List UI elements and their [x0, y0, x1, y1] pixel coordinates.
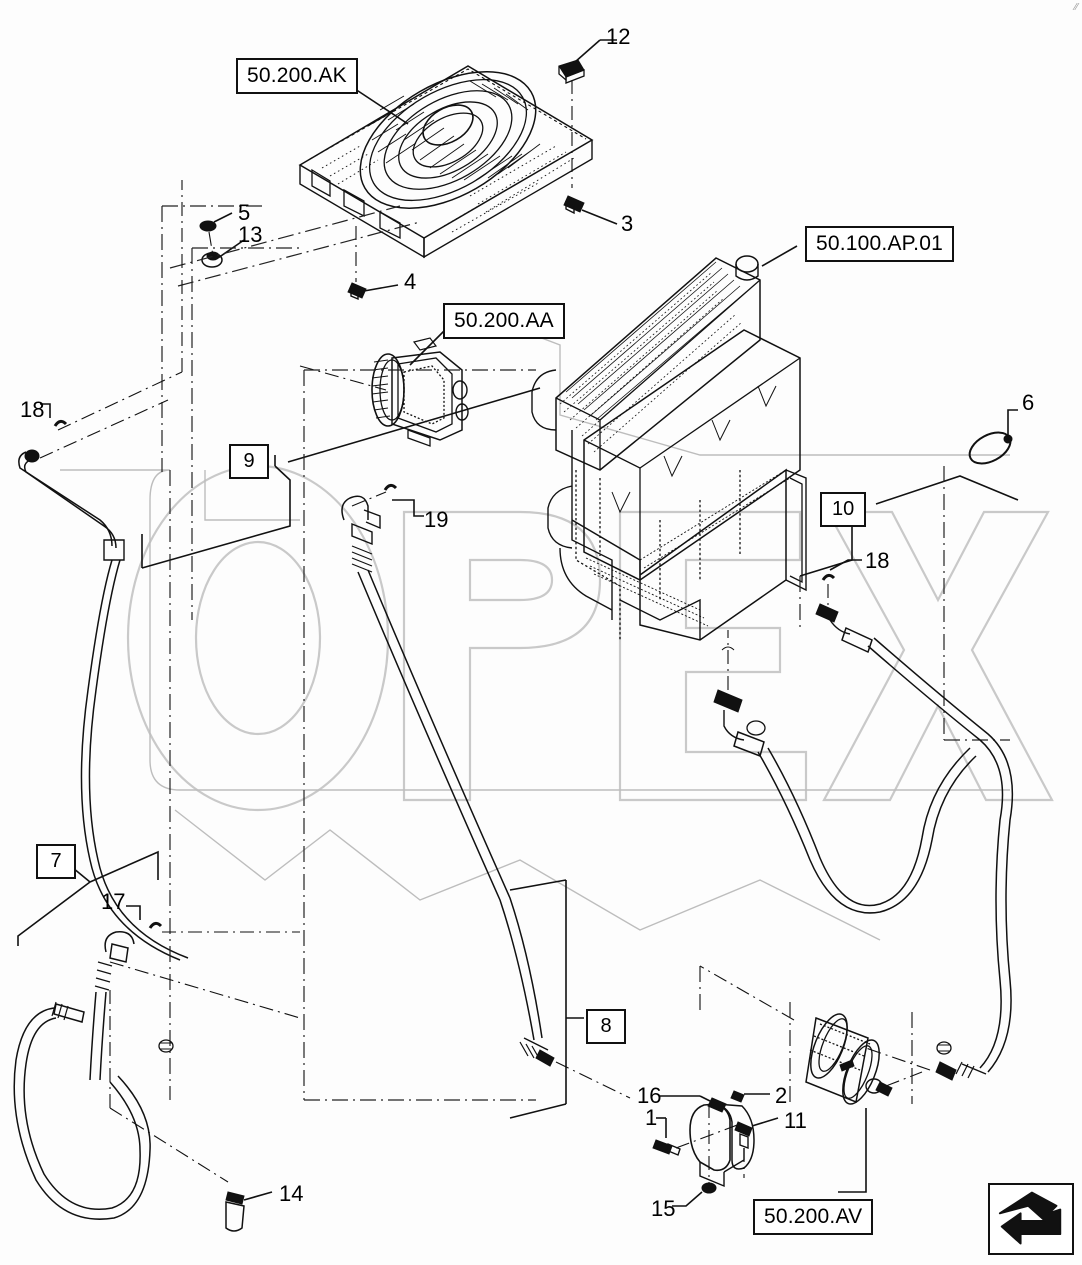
item-number-1: 1	[645, 1105, 658, 1130]
part-12-clip	[558, 59, 585, 84]
condenser-fan-assembly	[298, 65, 594, 259]
reference-box-heater[interactable]: 50.100.AP.01	[805, 226, 954, 262]
leader-9	[141, 465, 291, 569]
item-number-5: 5	[238, 200, 251, 225]
item-number-15: 15	[651, 1196, 676, 1221]
evaporator-outlet-hose	[713, 689, 977, 914]
number-box-8[interactable]: 8	[586, 1009, 626, 1044]
part-1-bolt	[652, 1139, 681, 1156]
leader-heater	[761, 245, 798, 267]
part-6-clip	[968, 431, 1013, 465]
part-15-nut	[701, 1182, 717, 1194]
part-5-nut	[199, 220, 217, 232]
part-18-left-clip	[53, 419, 68, 427]
number-box-9[interactable]: 9	[229, 444, 269, 479]
part-3-bolt	[563, 195, 585, 215]
reference-box-receiver[interactable]: 50.200.AV	[753, 1199, 874, 1235]
part-19-clip	[383, 483, 398, 491]
item-number-17: 17	[101, 889, 126, 914]
item-number-16: 16	[637, 1083, 662, 1108]
suction-line-left	[18, 449, 189, 961]
item-number-4: 4	[404, 269, 417, 294]
item-number-11: 11	[784, 1108, 807, 1133]
item-number-18-right: 18	[865, 548, 890, 573]
item-number-12: 12	[606, 24, 631, 49]
assembly-frame-left	[161, 205, 262, 472]
part-11-bolt	[734, 1121, 753, 1150]
reference-box-compressor[interactable]: 50.200.AA	[443, 303, 565, 339]
discharge-line	[341, 495, 555, 1067]
compressor-assembly	[371, 337, 469, 447]
liquid-line-assembly	[13, 931, 151, 1220]
receiver-drier	[805, 1013, 893, 1105]
item-number-18-left: 18	[20, 397, 45, 422]
number-box-7[interactable]: 7	[36, 844, 76, 879]
direction-arrow-icon	[988, 1183, 1074, 1255]
number-box-10[interactable]: 10	[820, 492, 867, 527]
item-number-19: 19	[424, 507, 449, 532]
direction-arrow-glyph	[998, 1191, 1062, 1245]
item-number-13: 13	[238, 222, 263, 247]
item-number-14: 14	[279, 1181, 304, 1206]
corner-tick-mark: ⁄⁄	[1074, 2, 1078, 13]
part-17-clip	[148, 921, 163, 929]
leader-compressor	[409, 325, 450, 366]
leader-receiver	[838, 1108, 867, 1193]
receiver-clamp	[689, 1097, 755, 1188]
part-2-bolt	[730, 1090, 745, 1103]
item-number-6: 6	[1022, 390, 1035, 415]
part-4-bolt	[347, 282, 367, 301]
part-14-cap	[225, 1191, 245, 1232]
part-13-washer	[201, 251, 223, 268]
heater-evaporator-unit	[531, 255, 807, 641]
high-pressure-hose-right	[815, 603, 1014, 1081]
reference-box-condenser[interactable]: 50.200.AK	[236, 58, 358, 94]
item-number-3: 3	[621, 211, 634, 236]
part-18-right-clip	[821, 573, 836, 581]
item-number-2: 2	[775, 1083, 788, 1108]
